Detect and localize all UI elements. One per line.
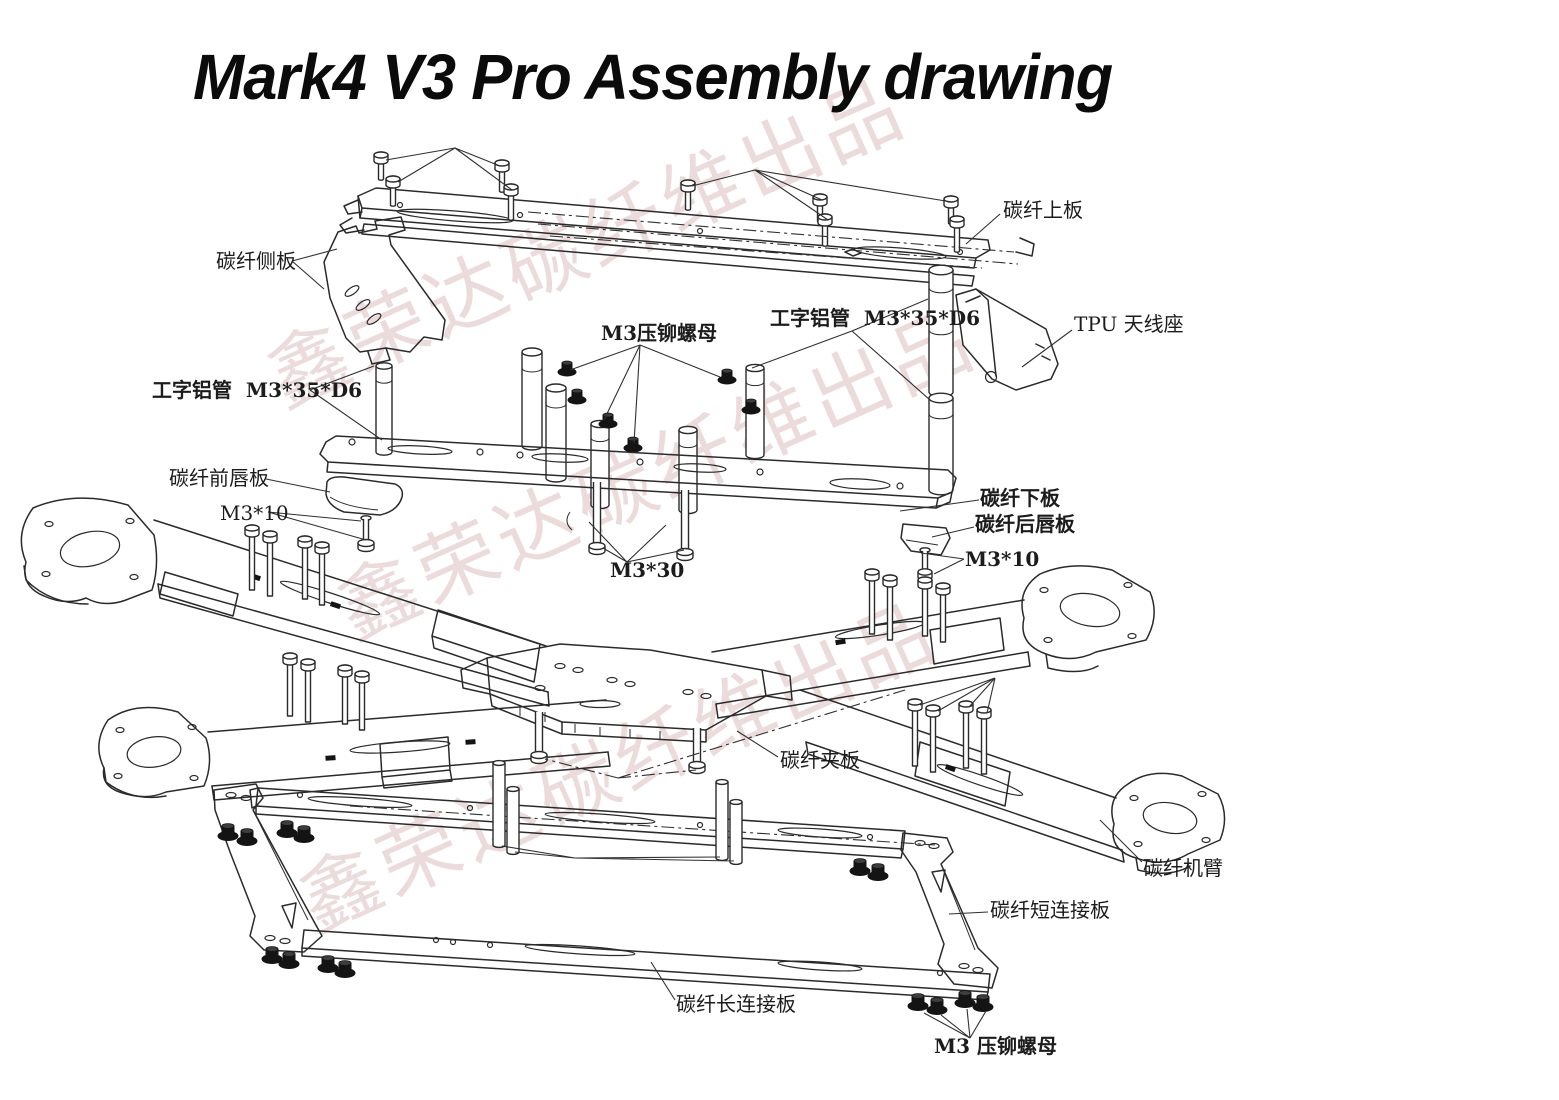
rivet-nut	[217, 823, 239, 841]
screw	[925, 704, 941, 773]
rivet-nut	[236, 828, 258, 846]
rivet-nut	[867, 863, 889, 881]
drawing-title: Mark4 V3 Pro Assembly drawing	[193, 41, 1113, 113]
screw	[935, 582, 951, 643]
rivet-nut	[849, 858, 871, 876]
label-tpu-antenna: TPU 天线座	[1074, 312, 1184, 336]
screw	[949, 215, 965, 253]
screw	[314, 541, 330, 606]
label-top-plate: 碳纤上板	[1003, 198, 1083, 222]
screw	[976, 706, 992, 775]
label-m3x10-right: M3*10	[965, 547, 1040, 571]
rivet-nut	[567, 388, 587, 405]
screw	[297, 535, 313, 600]
label-m3x30: M3*30	[610, 558, 685, 582]
top-screws-m2	[373, 147, 965, 253]
label-short-link: 碳纤短连接板	[990, 898, 1110, 922]
frame-posts	[492, 759, 743, 866]
screw	[494, 159, 510, 193]
label-long-link: 碳纤长连接板	[676, 992, 796, 1016]
arm-press-screws	[244, 524, 996, 775]
label-front-lip: 碳纤前唇板	[169, 466, 269, 490]
screw	[300, 658, 316, 723]
standoff	[506, 785, 520, 856]
label-alu-tube-left: 工字铝管 M3*35*D6	[152, 378, 362, 402]
screw-m3x30	[588, 482, 606, 556]
screw	[337, 664, 353, 725]
carbon-side-plate	[323, 216, 446, 365]
label-arm: 碳纤机臂	[1143, 856, 1223, 880]
carbon-bottom-plate	[319, 435, 957, 509]
carbon-arm-top-left	[20, 497, 550, 707]
screw	[917, 576, 933, 637]
screw-clamp	[530, 712, 548, 765]
standoff	[928, 392, 954, 496]
label-bottom-plate: 碳纤下板	[980, 486, 1060, 510]
standoff	[715, 778, 729, 862]
label-m3x10-left: M3*10	[220, 501, 289, 525]
screw-clamp	[688, 728, 706, 775]
rivet-nut	[334, 960, 356, 978]
screw	[958, 700, 974, 769]
screw	[864, 568, 880, 635]
screws-m3x30	[566, 482, 694, 563]
rivet-nut	[317, 955, 339, 973]
rivet-nut	[972, 994, 994, 1012]
screw	[503, 183, 519, 221]
screw	[907, 698, 923, 767]
rivet-nut	[926, 997, 948, 1015]
carbon-rear-lip-plate	[899, 499, 980, 581]
standoff	[375, 362, 393, 456]
rivet-nut	[954, 990, 976, 1008]
tpu-antenna-mount	[955, 288, 1073, 391]
rivet-nut	[276, 820, 298, 838]
screw	[882, 574, 898, 641]
rivet-nut	[717, 368, 737, 385]
rivet-nut	[293, 825, 315, 843]
carbon-arm-top-right	[711, 565, 1155, 719]
carbon-long-connect-plate-bottom	[301, 929, 991, 1001]
screw	[354, 670, 370, 731]
rivet-nut	[278, 951, 300, 969]
standoff	[729, 798, 743, 866]
carbon-front-lip-plate	[265, 476, 404, 553]
screw	[262, 530, 278, 597]
label-rivet-nut-bottom: M3 压铆螺母	[934, 1034, 1058, 1058]
label-alu-tube-right: 工字铝管 M3*35*D6	[770, 306, 980, 330]
carbon-clamp-plate	[460, 643, 906, 779]
label-rear-lip: 碳纤后唇板	[975, 512, 1075, 536]
carbon-long-connect-plate-top	[249, 787, 906, 859]
standoff	[521, 347, 543, 451]
rivet-nut	[907, 993, 929, 1011]
rivet-nut	[741, 398, 761, 415]
screw	[817, 213, 833, 247]
screw	[244, 524, 260, 591]
screw	[680, 179, 696, 211]
standoff	[545, 383, 567, 483]
screw	[282, 652, 298, 717]
rivet-nut	[261, 946, 283, 964]
label-clamp-plate: 碳纤夹板	[780, 748, 860, 772]
label-rivet-nut-mid: M3压铆螺母	[601, 321, 718, 345]
standoff	[928, 264, 954, 398]
screw	[385, 175, 401, 207]
m3-rivet-nuts-mid	[557, 344, 761, 453]
carbon-short-connect-plate-right	[900, 832, 999, 989]
m3-rivet-nuts-bottom	[217, 820, 994, 1039]
carbon-short-connect-plate-left	[213, 783, 323, 953]
screw	[373, 151, 389, 181]
screw	[943, 195, 959, 225]
screw-m3x10	[917, 547, 933, 581]
label-side-plate: 碳纤侧板	[216, 249, 296, 273]
standoff	[492, 759, 506, 849]
